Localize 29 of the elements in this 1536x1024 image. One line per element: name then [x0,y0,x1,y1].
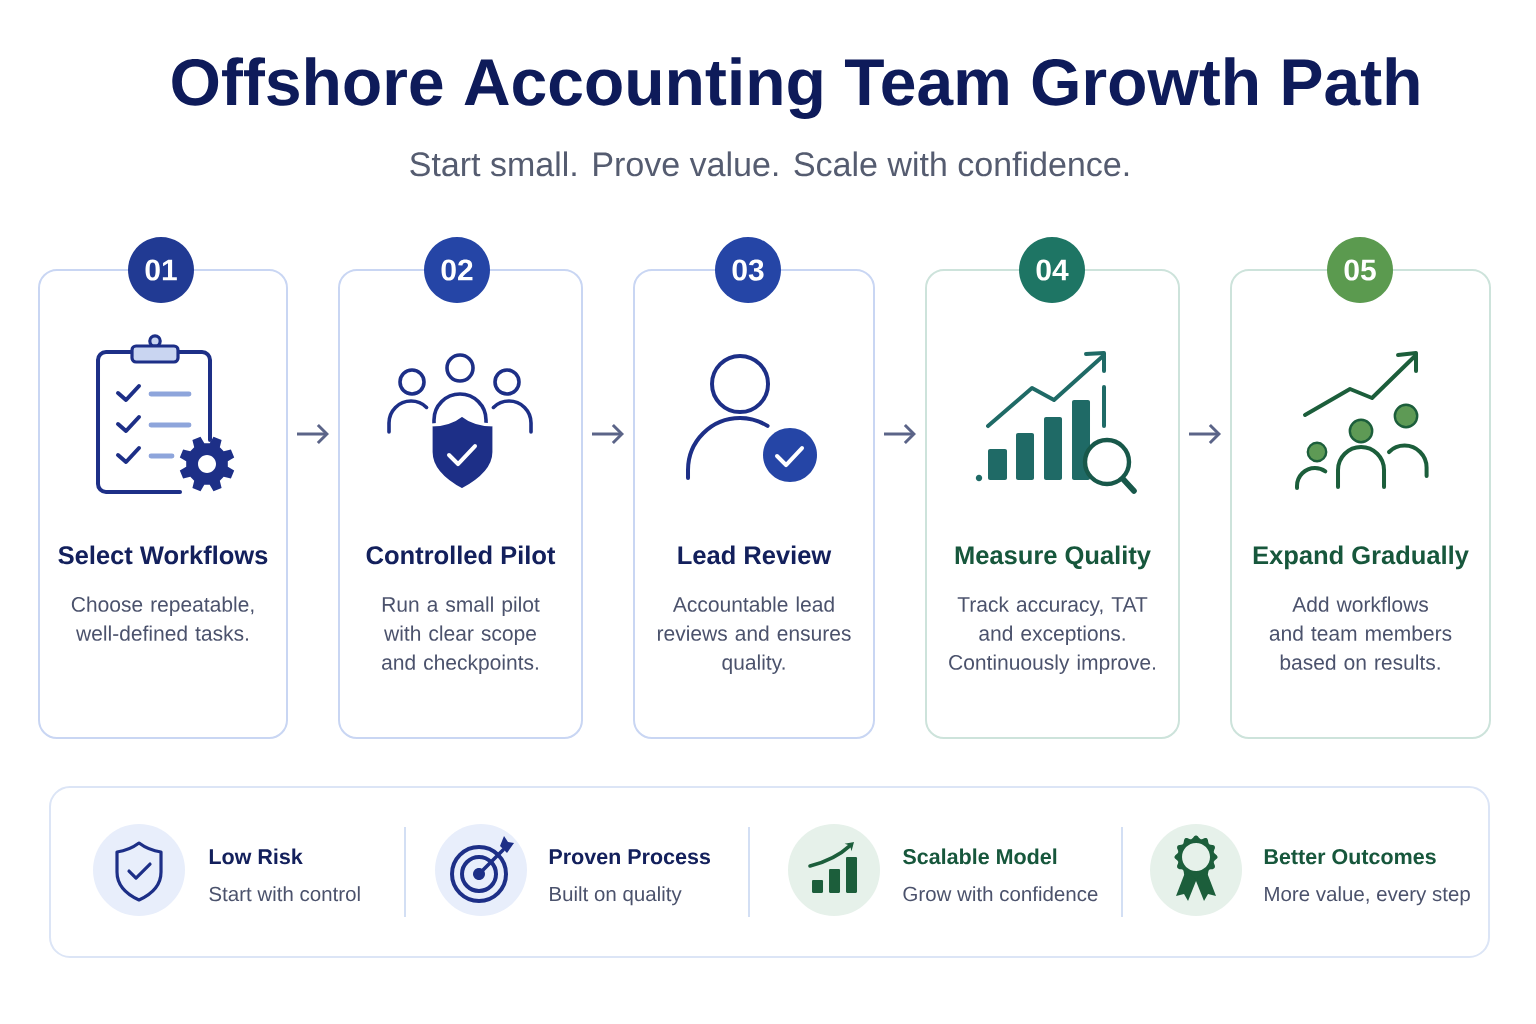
subtitle: Start small. Prove value. Scale with confidence. [410,151,1129,177]
card-heading: Expand Gradually [1253,545,1469,570]
card-description: Accountable lead reviews and ensures quality. [657,596,851,674]
feature-title: Better Outcomes [1264,849,1436,865]
arrow [884,423,916,445]
feature-title: Scalable Model [903,848,1057,865]
feature-text: More value, every step [1265,886,1470,906]
feature-title: Low Risk [209,848,303,865]
card-description: Run a small pilot with clear scope and checkpoints. [382,596,540,674]
card-heading: Measure Quality [955,545,1151,570]
feature-text: Built on quality [550,886,682,906]
card-description: Choose repeatable, well-defined tasks. [71,596,254,641]
number-badge: 02 [424,237,490,303]
card-heading: Select Workflows [58,545,268,565]
number-badge: 04 [1019,237,1085,303]
arrow [297,423,329,445]
arrow [592,423,624,445]
feature-title: Proven Process [549,849,710,865]
card-description: Add workflows and team members based on results. [1269,596,1452,670]
card-heading: Lead Review [678,545,832,565]
arrow [1189,423,1221,445]
card-description: Track accuracy, TAT and exceptions. Continuously improve. [949,596,1155,674]
feature-text: Grow with confidence [903,886,1098,902]
number-badge: 03 [715,237,781,303]
card-heading: Controlled Pilot [366,545,556,565]
title: Offshore Accounting Team Growth Path [172,57,1419,119]
number-badge: 05 [1327,237,1393,303]
number-badge: 01 [128,237,194,303]
feature-text: Start with control [209,886,360,902]
